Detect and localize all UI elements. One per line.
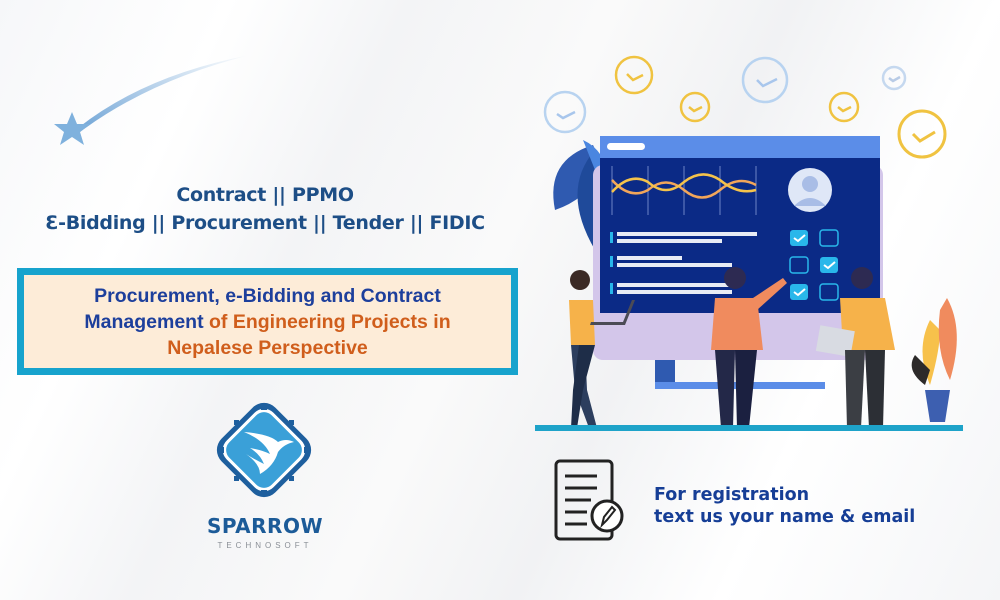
title-line-1: Procurement, e-Bidding and Contract [94,284,441,307]
course-title: Procurement, e-Bidding and Contract Mana… [24,275,511,368]
brand-name: SPARROW [206,514,324,538]
dashboard-illustration [543,55,957,428]
shooting-star-icon [54,55,250,145]
tags-line-2: Ɛ-Bidding || Procurement || Tender || FI… [45,212,485,234]
floor-line [535,425,963,431]
brand-subtitle: TECHNOSOFT [217,541,313,550]
title-line-2-orange: of Engineering Projects in [203,310,451,333]
clock-check-icon [543,55,947,159]
topic-tags: Contract || PPMO Ɛ-Bidding || Procuremen… [0,182,530,238]
registration-info: For registration text us your name & ema… [654,484,915,528]
form-pencil-icon [554,459,624,541]
sparrow-logo-icon [216,402,312,498]
title-line-2-blue: Management [84,310,204,333]
registration-line-1: For registration [654,485,810,505]
course-title-box: Procurement, e-Bidding and Contract Mana… [17,268,518,375]
tags-line-1: Contract || PPMO [176,184,354,206]
registration-line-2: text us your name & email [654,507,916,527]
title-line-3: Nepalese Perspective [167,336,368,359]
